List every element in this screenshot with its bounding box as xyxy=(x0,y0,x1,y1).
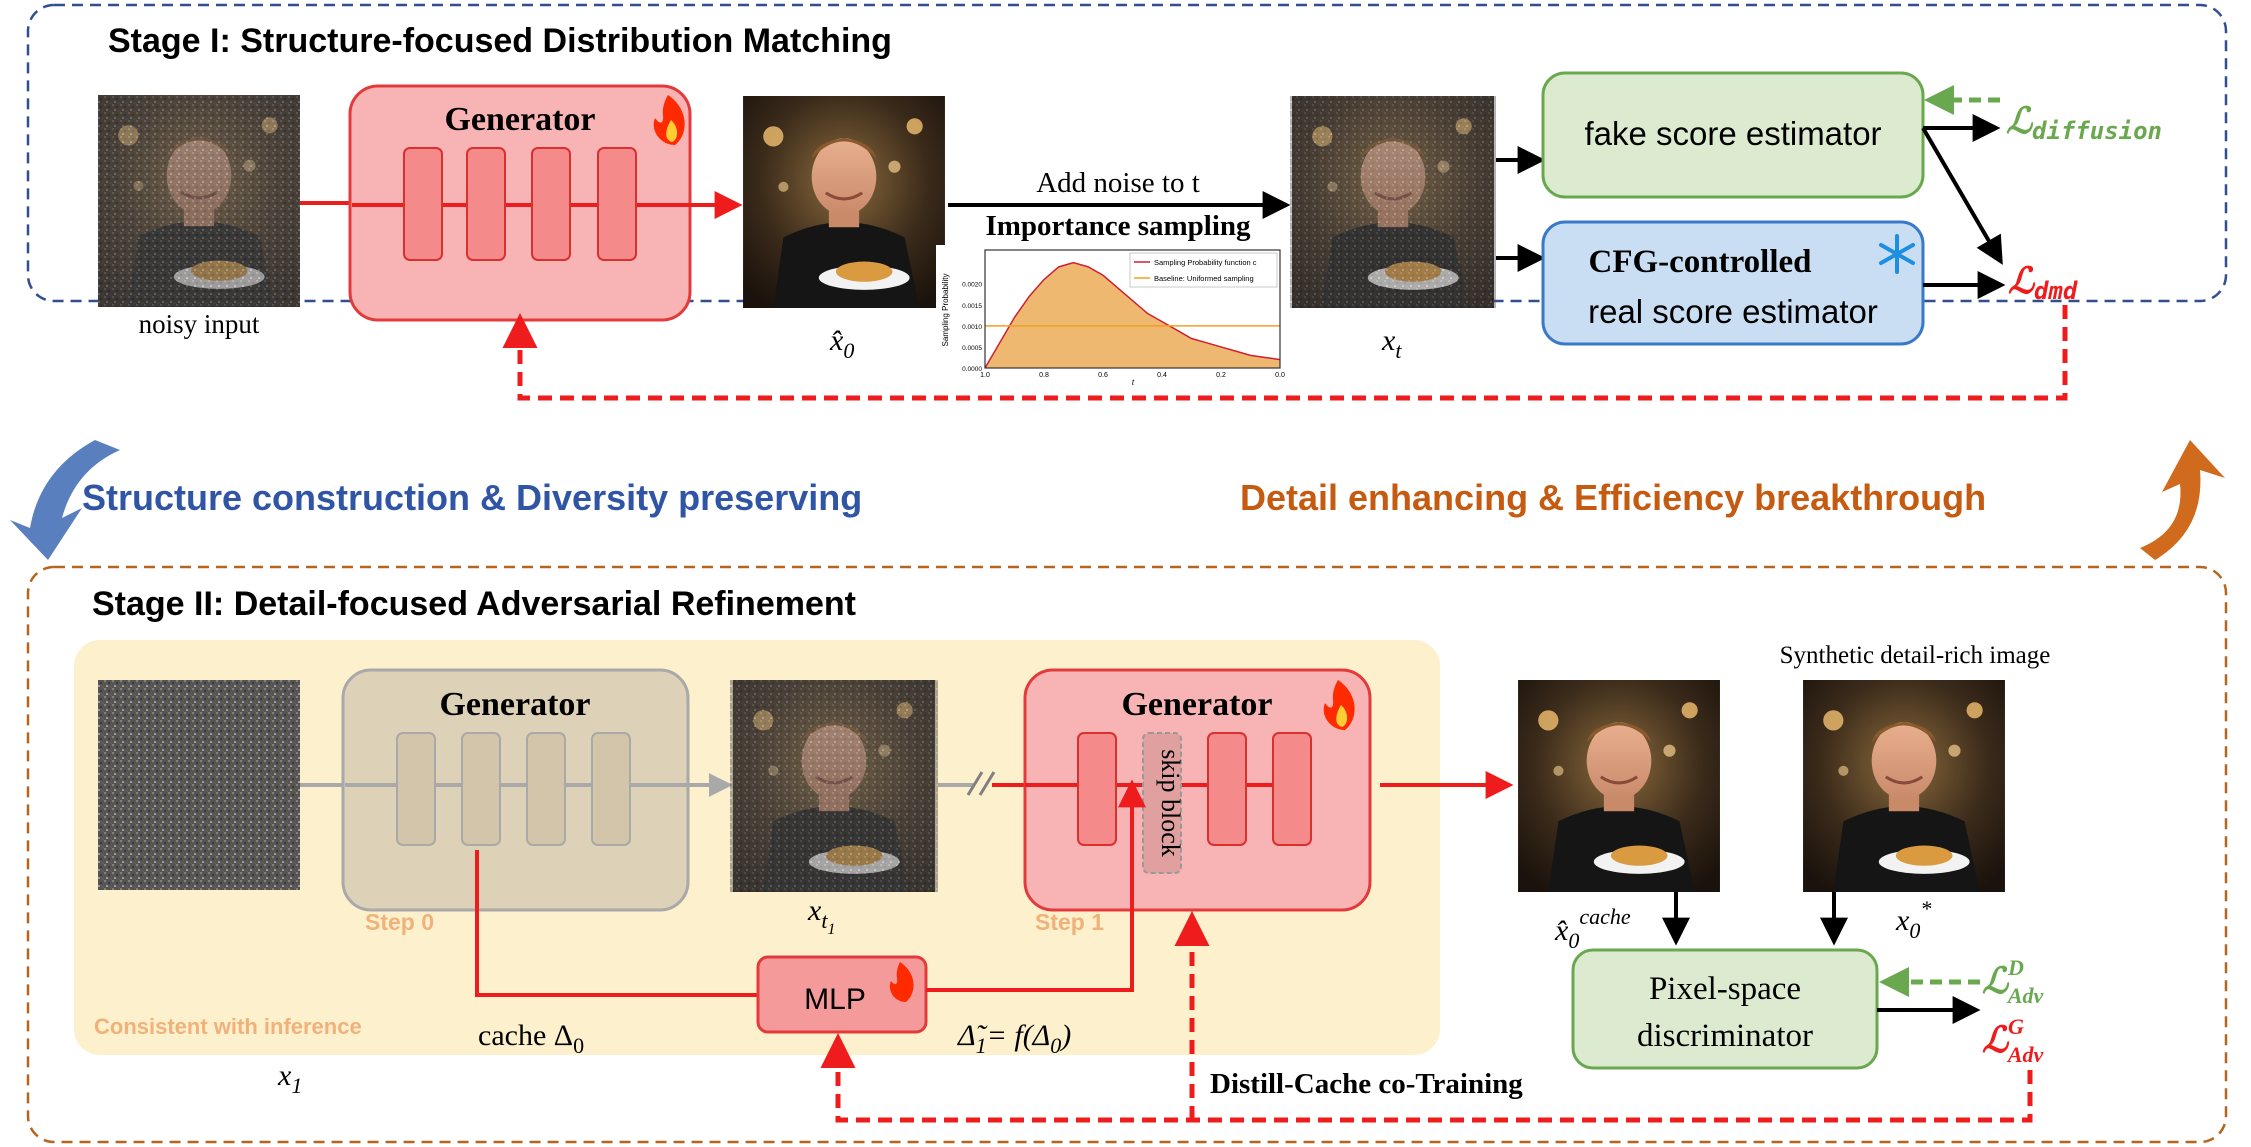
cache-label: cache Δ0 xyxy=(478,1019,584,1058)
consistent-label: Consistent with inference xyxy=(94,1014,362,1039)
step0-generator-label: Generator xyxy=(439,686,590,723)
distill-feedback-to-mlp xyxy=(820,1033,2033,1123)
importance-sampling-chart: Sampling Probability function c Baseline… xyxy=(936,245,1291,387)
left-curved-arrow xyxy=(10,440,120,560)
add-noise-label: Add noise to t xyxy=(1036,167,1200,199)
x0star-image xyxy=(1801,680,2007,892)
fake-score-estimator: fake score estimator xyxy=(1541,71,1925,199)
step0-generator: Generator xyxy=(341,668,733,912)
x0star-label: x0* xyxy=(1895,896,1931,943)
xt-label: xt xyxy=(1381,324,1402,363)
chart-ytick-label: 0.0005 xyxy=(962,345,982,352)
snowflake-icon xyxy=(1879,234,1915,274)
step0-label: Step 0 xyxy=(365,909,434,935)
cache-arrow xyxy=(475,850,760,997)
stage1-title: Stage I: Structure-focused Distribution … xyxy=(108,22,892,60)
chart-xtick-label: 0.2 xyxy=(1216,372,1226,379)
fire-icon xyxy=(1323,680,1355,730)
chart-xtick-label: 0.6 xyxy=(1098,372,1108,379)
discriminator-line1: Pixel-space xyxy=(1649,971,1801,1007)
step1-generator: Generator skip block xyxy=(1023,668,1372,912)
importance-sampling-label: Importance sampling xyxy=(985,210,1251,242)
chart-area-fill xyxy=(985,262,1280,368)
x0hat-image xyxy=(741,96,947,308)
mlp-block: MLP xyxy=(756,955,928,1034)
xt1-image xyxy=(730,680,938,892)
loss-diffusion: ℒdiffusion xyxy=(2006,101,2162,145)
noisy-input-label: noisy input xyxy=(139,309,260,339)
x0cache-image xyxy=(1516,680,1722,892)
chart-xticks: 1.0 0.8 0.6 0.4 0.2 0.0 xyxy=(980,372,1285,379)
chart-xtick-label: 1.0 xyxy=(980,372,990,379)
stage1-generator: Generator xyxy=(348,84,720,322)
middle-right-text: Detail enhancing & Efficiency breakthrou… xyxy=(1240,477,1986,518)
synthetic-label: Synthetic detail-rich image xyxy=(1780,642,2051,669)
chart-xtick-label: 0.0 xyxy=(1275,372,1285,379)
right-curved-arrow xyxy=(2140,440,2225,560)
x1-label: x1 xyxy=(277,1059,302,1098)
pixel-space-discriminator: Pixel-space discriminator xyxy=(1571,948,1879,1070)
chart-series-line-1 xyxy=(984,261,1281,369)
chart-xtick-label: 0.4 xyxy=(1157,372,1167,379)
chart-legend: Sampling Probability function c Baseline… xyxy=(1129,252,1278,288)
chart-frame xyxy=(984,249,1281,369)
chart-ytick-label: 0.0020 xyxy=(962,282,982,289)
cfg-label: CFG-controlled xyxy=(1588,244,1811,280)
real-score-label: real score estimator xyxy=(1588,293,1878,330)
legend-series2: Baseline: Uniformed sampling xyxy=(1154,274,1254,283)
fake-to-dmd-arrow xyxy=(1921,126,2003,265)
delta-formula: Δ̃1= f(Δ0) xyxy=(957,1019,1071,1058)
fake-score-label: fake score estimator xyxy=(1584,115,1881,152)
skip-block-label: skip block xyxy=(1156,749,1185,857)
step1-label: Step 1 xyxy=(1035,909,1104,935)
stage1-frame xyxy=(26,3,2228,303)
real-score-estimator: CFG-controlled real score estimator xyxy=(1541,220,1925,346)
middle-left-text: Structure construction & Diversity prese… xyxy=(82,477,862,518)
fire-icon xyxy=(889,962,914,1002)
loss-dmd: ℒdmd xyxy=(2008,261,2078,305)
stage2-frame xyxy=(26,565,2228,1144)
dmd-feedback-arrow xyxy=(502,305,2068,401)
noisy-input-image xyxy=(98,95,300,307)
chart-yticks: 0.0020 0.0015 0.0010 0.0005 0.0000 xyxy=(962,282,982,373)
mlp-to-skip-arrow xyxy=(926,779,1146,992)
xt1-label: xt1 xyxy=(807,894,835,938)
chart-ytick-label: 0.0015 xyxy=(962,303,982,310)
distill-label: Distill-Cache co-Training xyxy=(1210,1068,1523,1100)
chart-area xyxy=(984,261,1281,369)
x0cache-label: x̂0cache xyxy=(1554,904,1631,953)
chart-xlabel: t xyxy=(1132,378,1135,387)
stage1-generator-label: Generator xyxy=(444,101,595,138)
step1-generator-label: Generator xyxy=(1121,686,1272,723)
fire-icon xyxy=(653,95,685,145)
legend-series1: Sampling Probability function c xyxy=(1154,258,1257,267)
chart-ylabel: Sampling Probability xyxy=(941,274,950,347)
mlp-label: MLP xyxy=(804,983,866,1016)
x0hat-label: x̂0 xyxy=(829,324,854,363)
x1-noise-image xyxy=(98,680,300,890)
skip-block xyxy=(1142,732,1182,874)
chart-xtick-label: 0.8 xyxy=(1039,372,1049,379)
chart-ytick-label: 0.0000 xyxy=(962,366,982,373)
stage2-title: Stage II: Detail-focused Adversarial Ref… xyxy=(92,585,856,623)
discriminator-line2: discriminator xyxy=(1637,1018,1813,1054)
xt-image xyxy=(1290,96,1496,308)
chart-ytick-label: 0.0010 xyxy=(962,324,982,331)
